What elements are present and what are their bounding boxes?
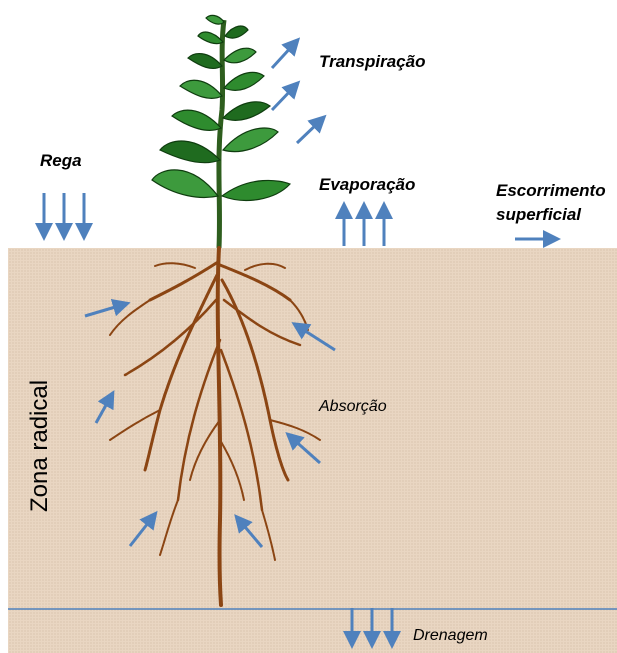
soil-area <box>8 248 617 653</box>
drainage-label: Drenagem <box>413 627 488 645</box>
leaf <box>206 15 224 24</box>
root-zone-label: Zona radical <box>26 380 54 512</box>
leaf <box>224 48 256 63</box>
leaf <box>172 110 221 130</box>
evaporation-arrows <box>344 210 384 246</box>
leaf <box>180 80 222 98</box>
transpiration-label: Transpiração <box>319 52 425 72</box>
leaf <box>224 72 264 90</box>
absorption-label: Absorção <box>319 398 387 416</box>
plant-stem <box>219 20 224 248</box>
leaf <box>222 180 290 200</box>
evaporation-label: Evaporação <box>319 175 415 195</box>
leaf <box>188 54 222 69</box>
runoff-label-line2: superficial <box>496 205 581 225</box>
transpiration-arrows <box>272 44 320 143</box>
leaf <box>225 26 248 38</box>
leaf <box>198 32 223 44</box>
irrigation-label: Rega <box>40 151 82 171</box>
leaf <box>160 141 220 163</box>
leaf <box>223 102 270 120</box>
irrigation-arrows <box>44 193 84 232</box>
leaf <box>223 128 278 152</box>
leaf <box>152 170 218 198</box>
runoff-label-line1: Escorrimento <box>496 181 606 201</box>
